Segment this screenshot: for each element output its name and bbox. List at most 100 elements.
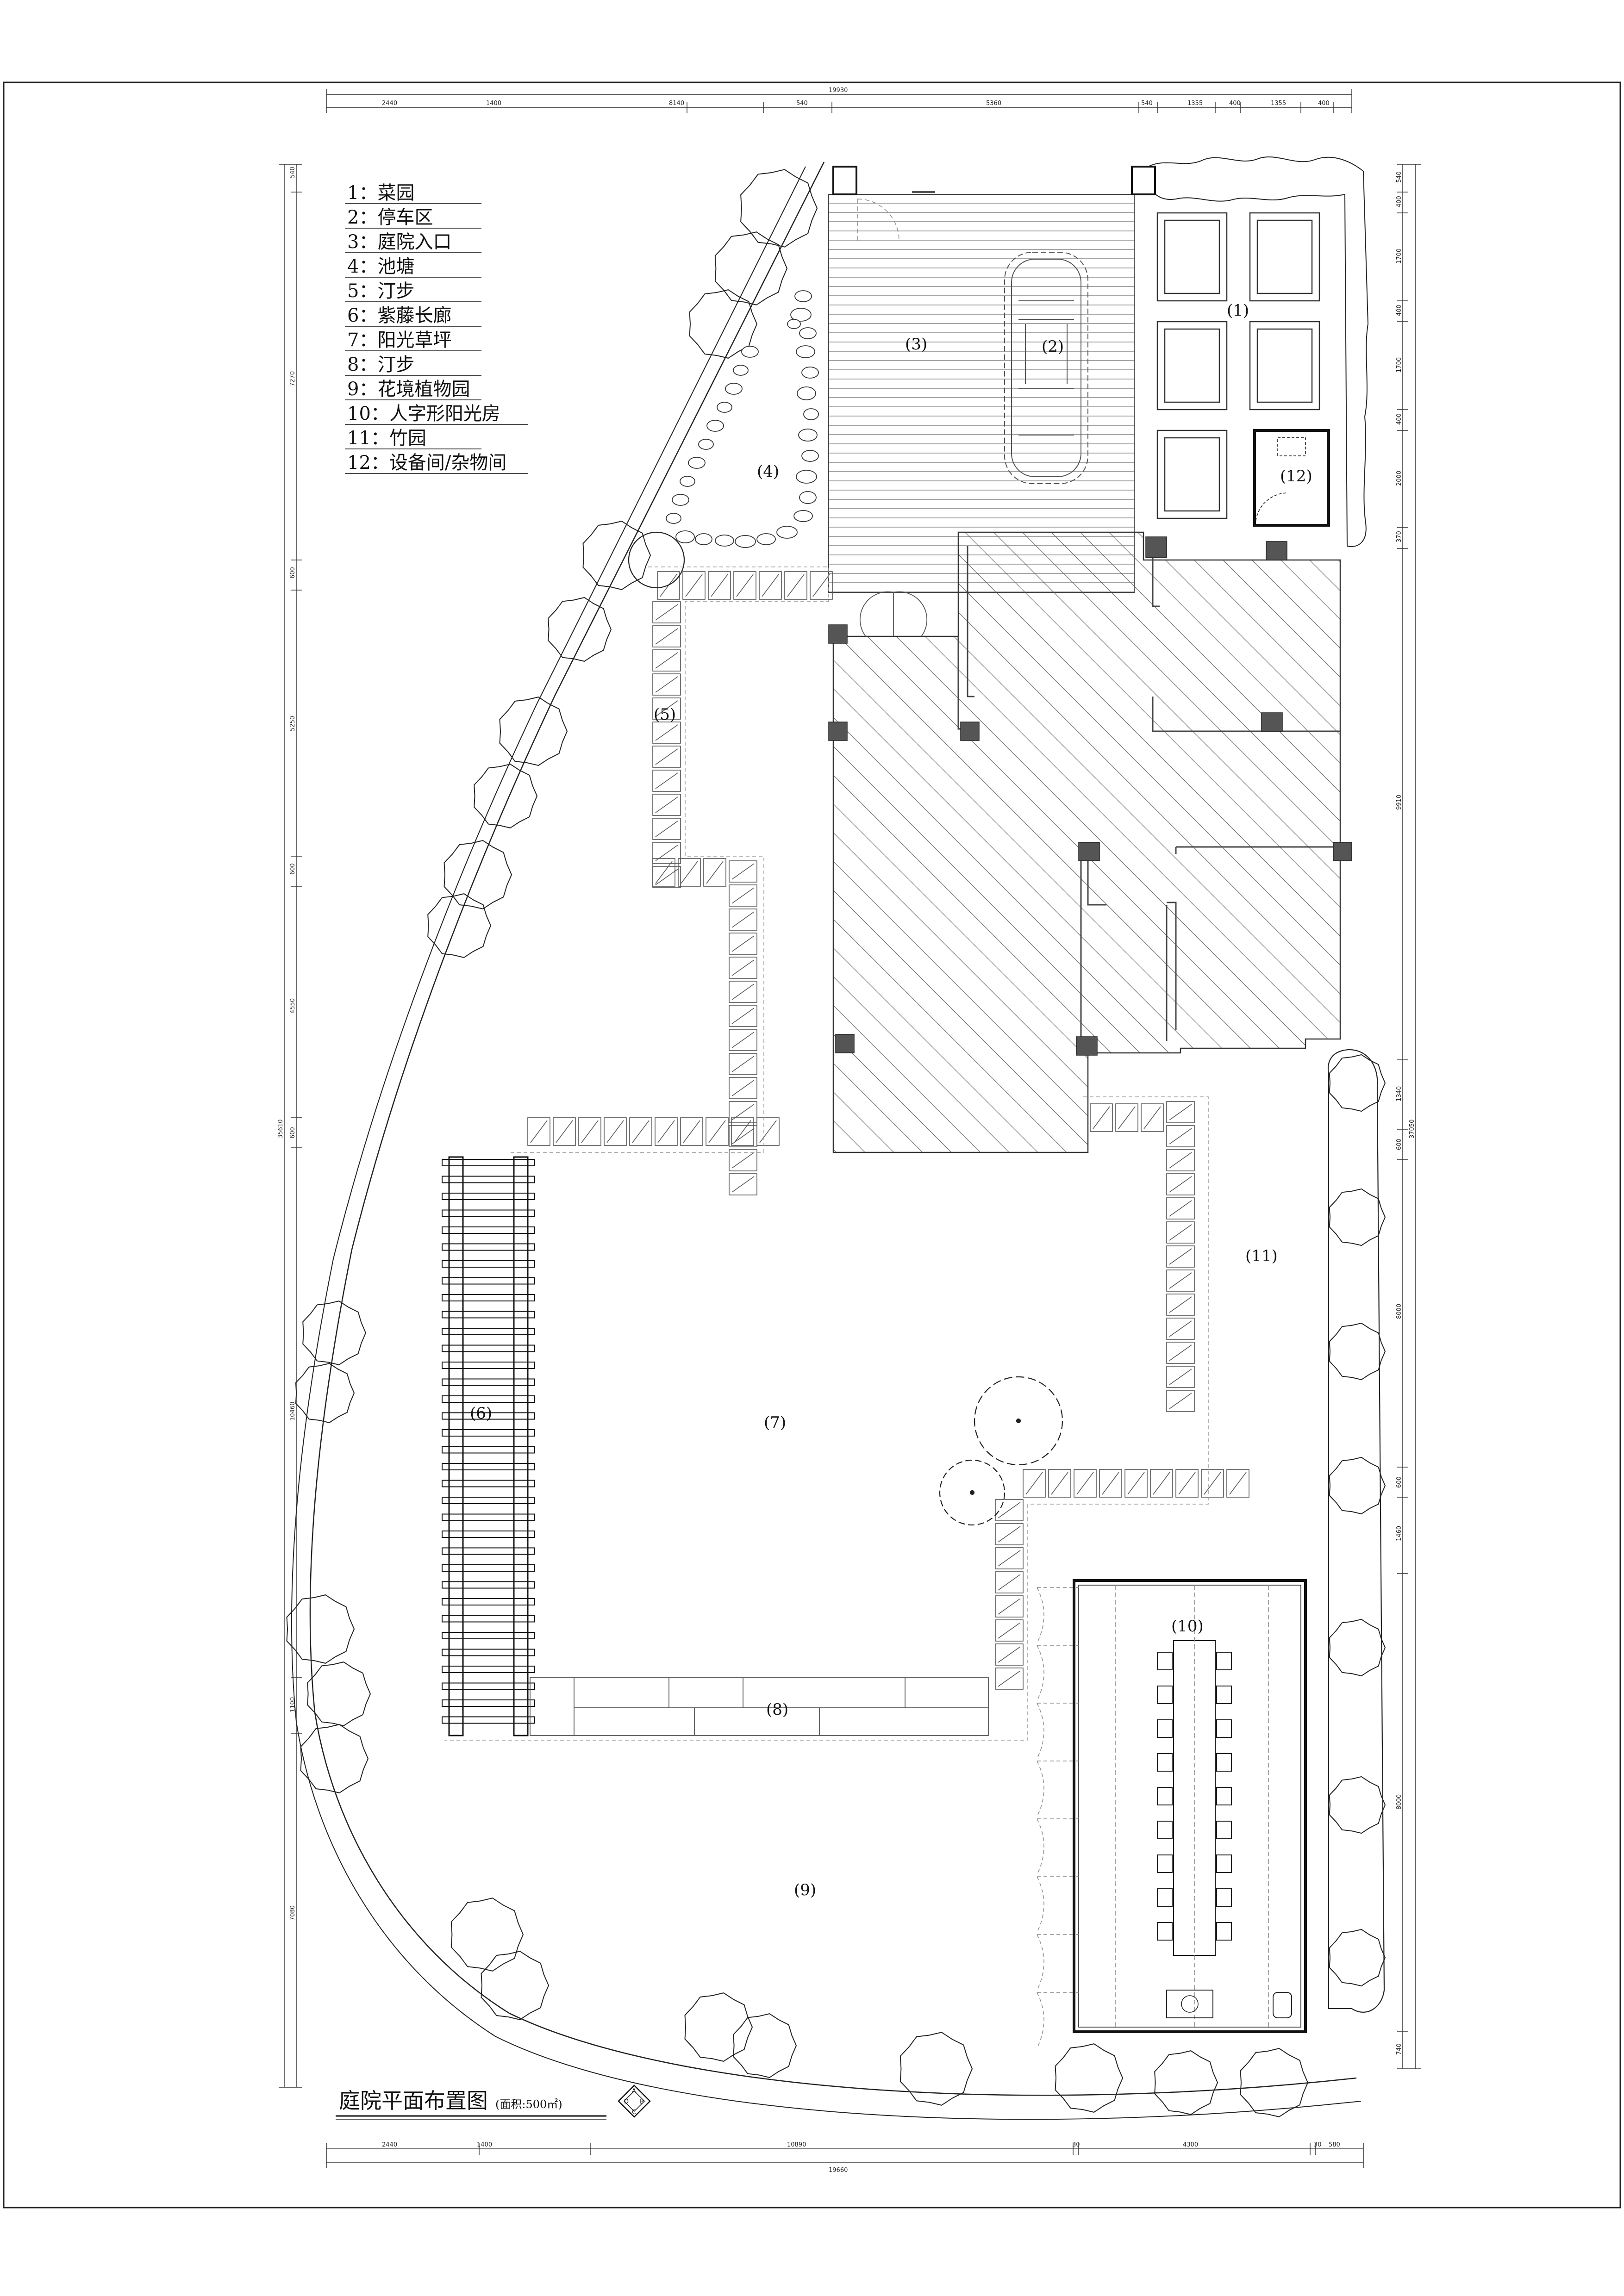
pergola-slat — [442, 1412, 535, 1420]
dim-left-4: 5250 — [289, 716, 296, 731]
stone-slab-mark — [1169, 1104, 1192, 1120]
stone-slab — [995, 1499, 1024, 1521]
stone-slab-mark — [655, 628, 678, 645]
stone-slab — [729, 908, 757, 931]
lawn-trees — [628, 531, 1063, 1526]
right-dimensions — [1397, 164, 1421, 2069]
pergola-slat — [442, 1581, 535, 1589]
hedge-tree — [548, 597, 612, 662]
stone-slab — [729, 957, 757, 979]
stone-slab-mark — [655, 724, 678, 741]
stone-slab — [995, 1523, 1024, 1545]
dim-top-9: 1355 — [1271, 100, 1286, 107]
top-dimensions — [326, 89, 1352, 113]
stone-slab — [652, 625, 681, 647]
stone-slab — [652, 746, 681, 768]
stone-slab — [678, 858, 701, 887]
dim-top-10: 400 — [1318, 100, 1330, 107]
stone-slab — [810, 571, 833, 600]
gate-post-right — [1131, 166, 1156, 195]
stone-slab — [652, 722, 681, 744]
stone-slab — [729, 1101, 757, 1123]
gate-swing — [857, 199, 899, 241]
stone-slab-mark — [655, 869, 678, 885]
pergola-slat — [442, 1311, 535, 1319]
stone-slab-mark — [681, 861, 698, 884]
hedge-tree — [481, 1951, 550, 2020]
beam-arc — [1037, 1934, 1044, 1991]
stone-slab — [729, 1173, 757, 1195]
boundary-hedges — [286, 162, 1386, 2120]
stepping-stones-upper — [527, 571, 1195, 1412]
dim-right-11: 600 — [1396, 1139, 1403, 1150]
stone-slab — [652, 649, 681, 672]
stone-slab-mark — [731, 983, 755, 1000]
stone-slab-mark — [655, 652, 678, 669]
stone-slab — [729, 1029, 757, 1051]
stone-slab-mark — [530, 1120, 548, 1143]
stone-slab-mark — [731, 1152, 755, 1169]
pergola-slat — [442, 1294, 535, 1301]
pergola-slat — [442, 1699, 535, 1707]
stone-slab-mark — [998, 1646, 1021, 1663]
pergola-slat — [442, 1395, 535, 1403]
hedge-outline-outer — [309, 162, 1357, 2096]
stone-slab — [1150, 1469, 1173, 1498]
stone-slab — [1023, 1469, 1046, 1498]
pergola-slat — [442, 1564, 535, 1572]
pergola-slat — [442, 1193, 535, 1200]
hedge-tree — [1154, 2050, 1218, 2115]
stone-slab-mark — [762, 574, 779, 597]
beam-arc — [1037, 1818, 1044, 1875]
hedge-tree — [499, 697, 568, 766]
stone-slab — [1166, 1197, 1195, 1220]
stone-slab-mark — [998, 1502, 1021, 1518]
zone-5-label: (5) — [654, 705, 676, 724]
stone-slab-mark — [1118, 1106, 1136, 1129]
chair — [1157, 1753, 1173, 1772]
dim-right-12: 8000 — [1396, 1304, 1403, 1319]
stone-slab-mark — [1127, 1472, 1145, 1495]
legend-item: 4：池塘 — [347, 256, 414, 277]
pergola-slat — [442, 1666, 535, 1673]
hedge-tree — [302, 1300, 367, 1365]
stone-slab-mark — [1169, 1200, 1192, 1217]
stone-slab — [682, 571, 706, 600]
stone-slab — [995, 1547, 1024, 1569]
beam-arc — [1037, 1703, 1044, 1759]
stone-slab — [1166, 1101, 1195, 1123]
dim-left-10: 7080 — [289, 1905, 296, 1921]
stone-slab-mark — [812, 574, 830, 597]
dim-left-1: 540 — [289, 167, 296, 178]
dim-left-5: 600 — [289, 863, 296, 875]
legend-item: 2：停车区 — [347, 207, 433, 228]
beam-arc — [1037, 1645, 1044, 1701]
path-dashed-edge — [509, 566, 829, 1153]
dim-right-15: 8000 — [1396, 1794, 1403, 1810]
beam-arc — [1037, 1587, 1044, 1643]
dim-bottom-3: 10890 — [787, 2141, 806, 2148]
bottom-dimensions — [326, 2143, 1364, 2168]
stone-slab — [652, 601, 681, 623]
dim-bottom-total: 19660 — [829, 2167, 848, 2174]
stone-slab-mark — [759, 1120, 777, 1143]
pergola-slat — [442, 1378, 535, 1386]
stone-slab — [729, 1005, 757, 1027]
stone-slab — [995, 1571, 1024, 1593]
dim-right-13: 600 — [1396, 1476, 1403, 1488]
legend-item: 1：菜园 — [347, 182, 414, 204]
hedge-tree — [714, 231, 788, 305]
pergola-slat — [442, 1649, 535, 1656]
pergola-slat — [442, 1463, 535, 1470]
dim-right-7: 2000 — [1396, 471, 1403, 486]
pergola-slat — [442, 1209, 535, 1217]
hedge-tree — [443, 840, 512, 909]
pergola-slat — [442, 1716, 535, 1724]
stone-slab — [1048, 1469, 1071, 1498]
stone-slab-mark — [1169, 1393, 1192, 1409]
chair — [1157, 1922, 1173, 1941]
dim-right-10: 1340 — [1396, 1086, 1403, 1101]
stone-slab-mark — [998, 1550, 1021, 1567]
stone-slab-mark — [657, 1120, 675, 1143]
chair — [1216, 1787, 1232, 1805]
